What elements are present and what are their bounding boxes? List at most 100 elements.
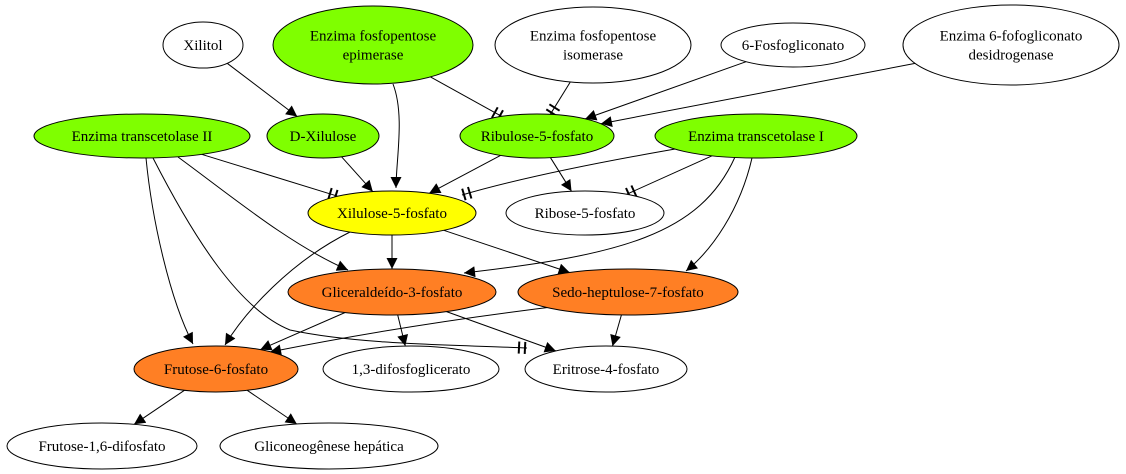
edge-frutose6p-to-gliconeogenese xyxy=(246,389,298,425)
node-label: Eritrose-4-fosfato xyxy=(553,362,660,378)
edge-desidrogenase-to-ribulose5p xyxy=(600,62,916,128)
edge-line xyxy=(685,157,753,272)
node-shape xyxy=(162,21,244,69)
edge-line xyxy=(461,147,682,196)
inhibition-bar xyxy=(461,188,467,201)
node-shape xyxy=(219,422,439,470)
edge-line xyxy=(152,157,528,349)
edge-line xyxy=(177,156,349,271)
node-label: 6-Fosfogliconato xyxy=(742,38,845,54)
edge-xilitol-to-dxilulose xyxy=(226,62,298,117)
edge-line xyxy=(550,157,572,192)
node-shape xyxy=(459,113,615,159)
node-shape xyxy=(517,268,739,316)
node-desidrogenase: Enzima 6-fofogliconato desidrogenase xyxy=(902,4,1120,86)
node-shape xyxy=(33,113,251,159)
edge-line xyxy=(341,156,374,192)
edge-line xyxy=(443,229,570,275)
node-shape xyxy=(266,113,380,159)
edge-transcetolase1-to-sedoheptulose7p xyxy=(685,157,753,272)
node-label: Ribulose-5-fosfato xyxy=(481,129,593,145)
edge-sedoheptulose7p-to-frutose6p xyxy=(269,305,561,356)
edge-transcetolase2-to-eritrose4p xyxy=(152,157,528,354)
node-shape xyxy=(902,4,1120,86)
node-label: Gliconeogênese hepática xyxy=(254,439,404,455)
edge-line xyxy=(430,76,503,117)
node-fosfogliconato6: 6-Fosfogliconato xyxy=(720,22,866,68)
node-frutose6p: Frutose-6-fosfato xyxy=(133,345,299,393)
edge-line xyxy=(610,314,622,347)
edge-gliceraldeido3p-to-difosfoglicerato xyxy=(397,314,409,347)
edge-line xyxy=(626,155,713,195)
node-label: 1,3-difosfoglicerato xyxy=(352,362,471,378)
node-label: Frutose-1,6-difosfato xyxy=(38,439,165,455)
node-shape xyxy=(322,345,500,393)
node-label: Enzima fosfopentose xyxy=(310,29,437,45)
node-shape xyxy=(654,113,858,159)
node-shape xyxy=(505,190,665,236)
edge-line xyxy=(397,314,409,347)
node-ribulose5p: Ribulose-5-fosfato xyxy=(459,113,615,159)
edge-fosfogliconato6-to-ribulose5p xyxy=(585,61,747,121)
edge-epimerase-to-xilulose5p xyxy=(390,83,402,189)
node-label: Gliceraldeído-3-fosfato xyxy=(322,285,463,301)
node-label: Enzima transcetolase I xyxy=(688,129,824,145)
node-label: desidrogenase xyxy=(969,48,1054,64)
inhibition-bar xyxy=(467,186,473,199)
edge-line xyxy=(446,311,556,353)
inhibition-bar xyxy=(491,106,499,119)
edge-xilulose5p-to-sedoheptulose7p xyxy=(443,229,570,275)
node-eritrose4p: Eritrose-4-fosfato xyxy=(524,345,688,393)
node-label: Frutose-6-fosfato xyxy=(164,362,268,378)
inhibition-bar xyxy=(548,103,561,112)
edge-line xyxy=(390,83,402,189)
node-shape xyxy=(494,6,692,84)
node-shape xyxy=(720,22,866,68)
edges-layer xyxy=(133,61,916,425)
edge-ribulose5p-to-ribose5p xyxy=(550,157,572,192)
edge-line xyxy=(549,81,571,115)
node-xilulose5p: Xilulose-5-fosfato xyxy=(307,190,477,236)
inhibition-bar xyxy=(327,187,333,200)
node-shape xyxy=(6,422,198,470)
node-label: Sedo-heptulose-7-fosfato xyxy=(552,285,704,301)
edge-transcetolase1-to-gliceraldeido3p xyxy=(463,156,736,278)
edge-gliceraldeido3p-to-eritrose4p xyxy=(446,311,556,353)
edge-ribulose5p-to-xilulose5p xyxy=(428,154,501,194)
edge-epimerase-to-ribulose5p xyxy=(430,76,504,122)
edge-line xyxy=(428,154,501,194)
inhibition-bar xyxy=(523,341,527,354)
edge-gliceraldeido3p-to-frutose6p xyxy=(260,312,346,351)
edge-line xyxy=(600,62,916,128)
node-difosfoglicerato: 1,3-difosfoglicerato xyxy=(322,345,500,393)
edge-frutose6p-to-frutose16dp xyxy=(133,389,185,425)
node-dxilulose: D-Xilulose xyxy=(266,113,380,159)
node-shape xyxy=(307,190,477,236)
inhibition-bar xyxy=(517,341,521,354)
inhibition-bar xyxy=(630,185,638,197)
node-label: Xilitol xyxy=(183,38,222,54)
edge-line xyxy=(145,157,194,345)
node-transcetolase1: Enzima transcetolase I xyxy=(654,113,858,159)
node-ribose5p: Ribose-5-fosfato xyxy=(505,190,665,236)
edge-line xyxy=(201,153,338,197)
node-label: Enzima fosfopentose xyxy=(530,29,657,45)
node-shape xyxy=(272,5,474,85)
node-gliconeogenese: Gliconeogênese hepática xyxy=(219,422,439,470)
node-epimerase: Enzima fosfopentose epimerase xyxy=(272,5,474,85)
node-xilitol: Xilitol xyxy=(162,21,244,69)
edge-transcetolase2-to-frutose6p xyxy=(145,157,194,345)
node-transcetolase2: Enzima transcetolase II xyxy=(33,113,251,159)
edge-line xyxy=(585,61,747,121)
node-frutose16dp: Frutose-1,6-difosfato xyxy=(6,422,198,470)
node-label: Enzima 6-fofogliconato xyxy=(940,29,1083,45)
edge-line xyxy=(260,312,346,351)
node-label: Ribose-5-fosfato xyxy=(535,206,636,222)
node-label: epimerase xyxy=(343,48,404,64)
edge-line xyxy=(226,62,298,117)
edge-line xyxy=(463,156,736,278)
edge-xilulose5p-to-frutose6p xyxy=(224,231,351,346)
